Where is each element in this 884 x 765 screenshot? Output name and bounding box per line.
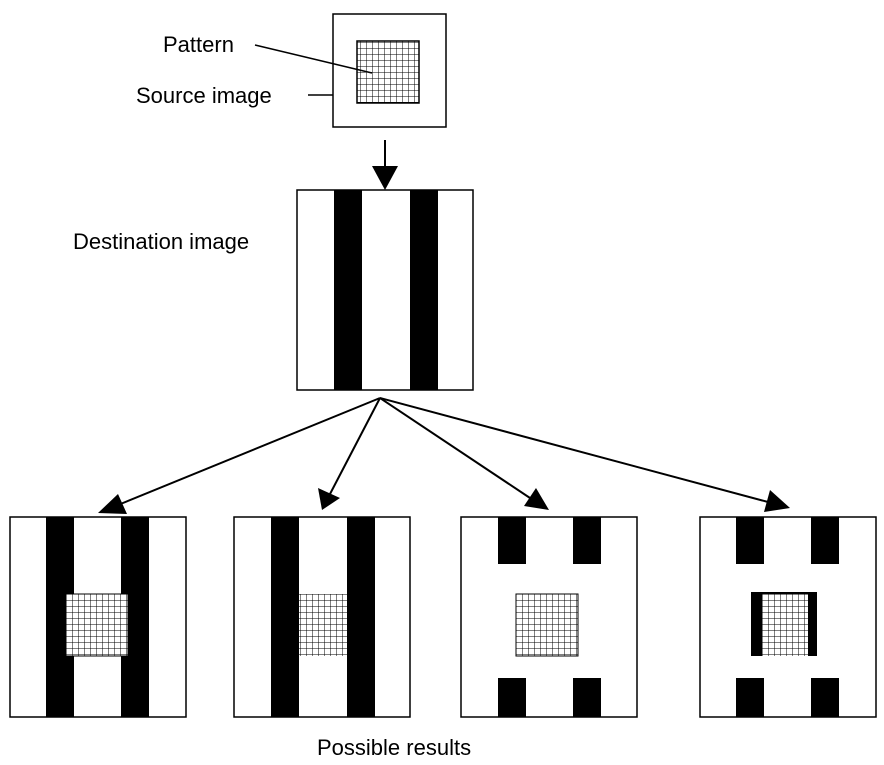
- pattern-leader-line: [254, 44, 373, 74]
- result-4-pattern: [762, 594, 808, 656]
- destination-image: [296, 189, 474, 391]
- arrow-source-to-destination: [372, 140, 398, 190]
- destination-stripe-right: [410, 190, 438, 390]
- result-2-pattern: [299, 594, 347, 656]
- result-3: [460, 516, 638, 718]
- destination-image-label: Destination image: [73, 229, 249, 254]
- arrow-to-result-1: [117, 397, 381, 506]
- source-image-label: Source image: [136, 83, 272, 108]
- pattern-label: Pattern: [163, 32, 234, 57]
- arrow-to-result-4: [379, 397, 769, 503]
- result-4: [699, 516, 877, 718]
- arrow-to-result-3: [379, 397, 531, 499]
- destination-stripe-left: [334, 190, 362, 390]
- result-1: [9, 516, 187, 718]
- result-3-pattern: [515, 593, 579, 657]
- arrows-to-results: [98, 397, 790, 514]
- result-1-pattern: [65, 593, 129, 657]
- arrow-to-result-2: [329, 397, 381, 495]
- possible-results-label: Possible results: [317, 735, 471, 760]
- result-2: [233, 516, 411, 718]
- source-image: [332, 13, 447, 128]
